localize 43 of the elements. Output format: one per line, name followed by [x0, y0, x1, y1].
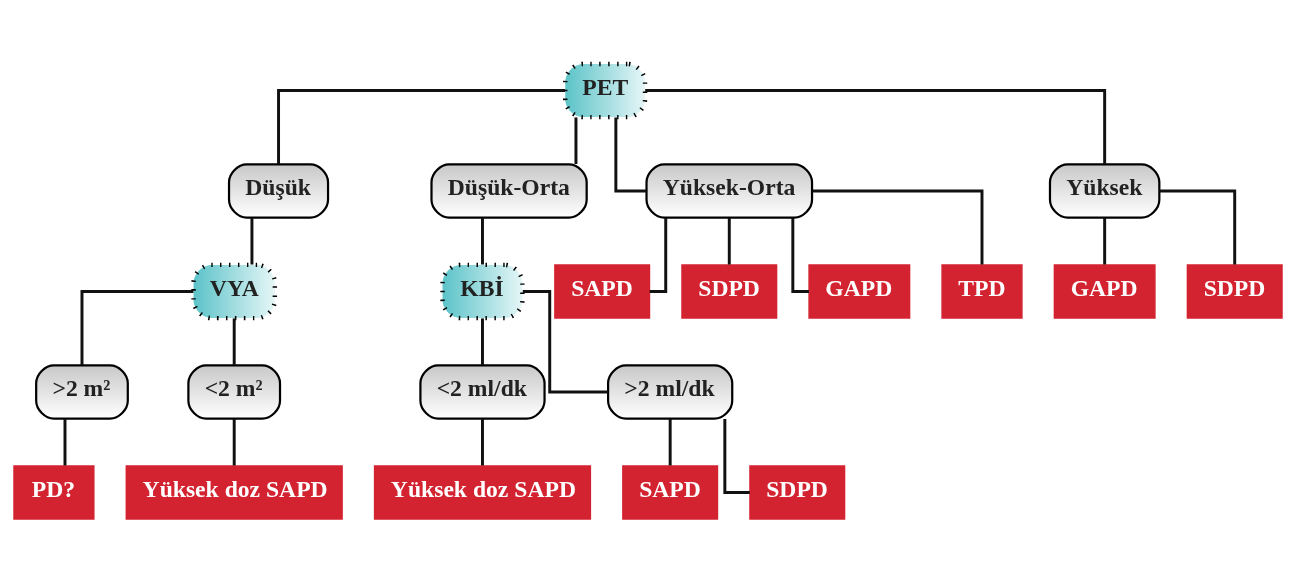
node-box: SDPD — [749, 464, 846, 520]
connector — [481, 418, 484, 465]
node-box: Yüksek — [1048, 162, 1161, 219]
connector — [232, 317, 236, 365]
node-box: SDPD — [681, 263, 778, 319]
connector — [250, 217, 254, 264]
node-box: Yüksek-Orta — [645, 162, 814, 219]
connector — [791, 217, 809, 293]
node-box: GAPD — [1053, 263, 1156, 319]
node-box: SDPD — [1186, 263, 1283, 319]
connector — [481, 217, 484, 264]
connector — [232, 418, 236, 465]
node-box: TPD — [941, 263, 1023, 319]
connector — [649, 217, 668, 293]
connector — [481, 317, 484, 365]
connector — [645, 88, 1107, 164]
node-box: <2 m² — [187, 363, 282, 420]
connector — [727, 217, 731, 264]
connector — [277, 88, 566, 164]
connector — [1103, 217, 1107, 264]
node-box: >2 m² — [35, 363, 129, 420]
node-box: SAPD — [554, 263, 651, 319]
node-box: >2 ml/dk — [607, 363, 734, 420]
node-box: <2 ml/dk — [419, 363, 546, 420]
node-box: PET — [563, 61, 648, 119]
connector — [723, 418, 750, 494]
connector — [812, 189, 984, 265]
node-box: Düşük-Orta — [430, 162, 588, 219]
connector — [614, 116, 647, 192]
connector — [668, 418, 672, 465]
connector — [574, 116, 578, 164]
node-box: PD? — [13, 464, 95, 520]
connector — [80, 289, 194, 365]
node-box: Yüksek doz SAPD — [373, 464, 592, 520]
connector — [1159, 189, 1237, 265]
node-box: VYA — [191, 262, 278, 320]
node-box: SAPD — [622, 464, 719, 520]
connector — [63, 418, 67, 465]
node-box: Yüksek doz SAPD — [125, 464, 343, 520]
connector — [522, 289, 608, 393]
node-box: GAPD — [808, 263, 911, 319]
node-box: KBİ — [440, 262, 525, 320]
node-box: Düşük — [227, 162, 330, 219]
